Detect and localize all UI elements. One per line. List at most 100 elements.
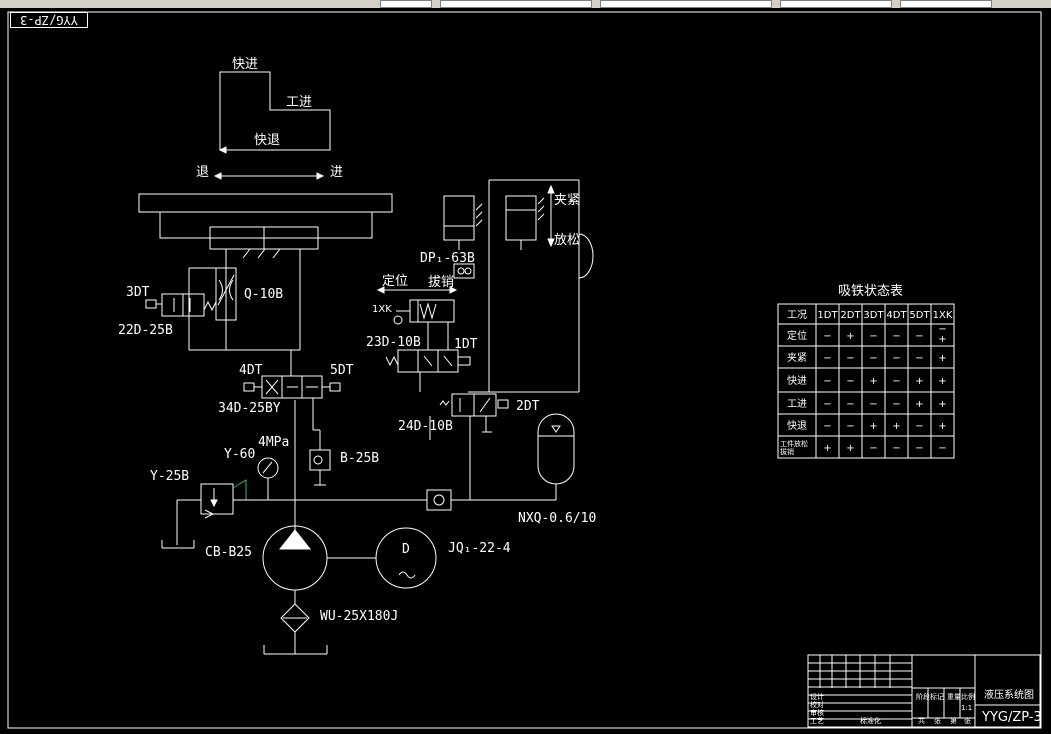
table-header-cell: 3DT — [863, 310, 884, 321]
tb-review: 审核 — [810, 708, 824, 717]
table-cell: − — [915, 443, 923, 454]
table-row-label: 工进 — [787, 398, 807, 410]
label-cb-b25: CB-B25 — [205, 545, 252, 560]
drawing-border — [7, 11, 1042, 729]
label-4mpa: 4MPa — [258, 435, 289, 450]
table-cell: + — [846, 331, 854, 342]
application-toolbar-strip — [0, 0, 1051, 8]
table-cell: − — [892, 376, 900, 387]
check-valve-b25b: B-25B — [309, 449, 379, 486]
table-row-label: 工件放松 — [780, 439, 808, 448]
label-4dt: 4DT — [239, 363, 263, 378]
toolbar-field[interactable] — [900, 0, 992, 8]
supply-check-valve — [426, 489, 556, 511]
table-cell: + — [915, 399, 923, 410]
clamp-cylinders: 夹紧 放松 — [443, 179, 594, 392]
table-cell: + — [915, 376, 923, 387]
table-cell: − — [823, 331, 831, 342]
table-row-label: 定位 — [787, 329, 807, 342]
label-24d-10b: 24D-10B — [398, 419, 453, 434]
table-cell: + — [938, 334, 946, 345]
label-dp1-63b: DP₁-63B — [420, 251, 475, 266]
table-frame — [777, 303, 955, 459]
table-cell: + — [869, 376, 877, 387]
label-jq1: JQ₁-22-4 — [448, 541, 511, 556]
tb-scale: 比例 — [961, 692, 975, 701]
accumulator-nxq: NXQ-0.6/10 — [518, 413, 596, 526]
label-1dt: 1DT — [454, 337, 478, 352]
table-cell: + — [938, 353, 946, 364]
table-cell: − — [823, 376, 831, 387]
toolbar-field[interactable] — [380, 0, 432, 8]
tb-standard: 标准化 — [860, 716, 881, 725]
table-cell: − — [869, 443, 877, 454]
label-work-feed: 工进 — [286, 95, 312, 110]
table-cell: + — [869, 421, 877, 432]
table-header-cell: 5DT — [909, 310, 930, 321]
table-cell: − — [915, 353, 923, 364]
table-cell: − — [892, 399, 900, 410]
label-q10b: Q-10B — [244, 287, 283, 302]
label-fast-return: 快退 — [254, 133, 280, 148]
table-cell: + — [823, 443, 831, 454]
drawing-name: 液压系统图 — [984, 688, 1034, 701]
toolbar-field[interactable] — [780, 0, 892, 8]
label-34d-25by: 34D-25BY — [218, 401, 281, 416]
toolbar-field[interactable] — [600, 0, 772, 8]
table-row-label: 快进 — [787, 375, 807, 387]
label-retreat: 退 — [196, 165, 209, 180]
table-cell: − — [938, 324, 946, 335]
table-cell: + — [892, 421, 900, 432]
label-fast-forward: 快进 — [232, 57, 258, 72]
table-header-cell: 4DT — [886, 310, 907, 321]
table-cell: − — [823, 399, 831, 410]
table-cell: − — [915, 421, 923, 432]
label-23d-10b: 23D-10B — [366, 335, 421, 350]
pump-cb-b25: CB-B25 — [205, 525, 376, 604]
label-advance: 进 — [330, 165, 343, 180]
label-wu-25x180j: WU-25X180J — [320, 609, 398, 624]
tb-design: 设计 — [810, 692, 824, 701]
table-cell: − — [846, 353, 854, 364]
label-2dt: 2DT — [516, 399, 540, 414]
tb-total: 共 — [918, 716, 925, 725]
label-nxq: NXQ-0.6/10 — [518, 511, 596, 526]
label-y60: Y-60 — [224, 447, 255, 462]
toolbar-field[interactable] — [440, 0, 592, 8]
tb-weight: 重量 — [947, 693, 961, 701]
valve-22d-25b: 3DT 22D-25B — [118, 285, 217, 338]
throttle-valve-q10b: Q-10B — [188, 267, 300, 351]
table-header-cell: 1DT — [817, 310, 838, 321]
table-cell: − — [892, 331, 900, 342]
table-cell: − — [915, 331, 923, 342]
table-header-cell: 2DT — [840, 310, 861, 321]
table-row-label: 拔销 — [780, 447, 794, 456]
label-3dt: 3DT — [126, 285, 150, 300]
label-locate: 定位 — [382, 274, 408, 289]
drawing-code: YYG/ZP-3 — [981, 710, 1042, 725]
table-cell: − — [823, 353, 831, 364]
tb-check: 校对 — [810, 700, 824, 709]
title-block: 液压系统图 YYG/ZP-3 设计 校对 审核 工艺 标准化 阶段标记 重量 比… — [807, 654, 1042, 728]
relief-valve-y25b: Y-25B — [150, 469, 427, 549]
valve-23d-10b: 23D-10B 1DT — [366, 322, 478, 392]
valve-34d-25by: 4DT 5DT 34D-25BY — [218, 350, 354, 450]
table-header-cell: 1XK — [933, 310, 953, 321]
table-cell: + — [938, 376, 946, 387]
tb-stage: 阶段标记 — [916, 692, 944, 701]
pressure-gauge-y60: Y-60 4MPa — [224, 435, 289, 500]
table-row-label: 夹紧 — [787, 351, 807, 364]
table-cell: − — [892, 353, 900, 364]
tb-page: 第 — [950, 716, 957, 725]
table-cell: − — [892, 443, 900, 454]
valve-dp1-63b: DP₁-63B — [420, 251, 490, 392]
worktable-cylinder — [138, 193, 393, 350]
table-cell: + — [846, 443, 854, 454]
label-release: 放松 — [554, 233, 580, 248]
table-title: 吸铁状态表 — [838, 284, 903, 299]
label-clamp: 夹紧 — [554, 193, 580, 208]
table-cell: − — [869, 353, 877, 364]
table-header-cell: 工况 — [787, 309, 807, 321]
motor-letter: D — [402, 542, 410, 557]
